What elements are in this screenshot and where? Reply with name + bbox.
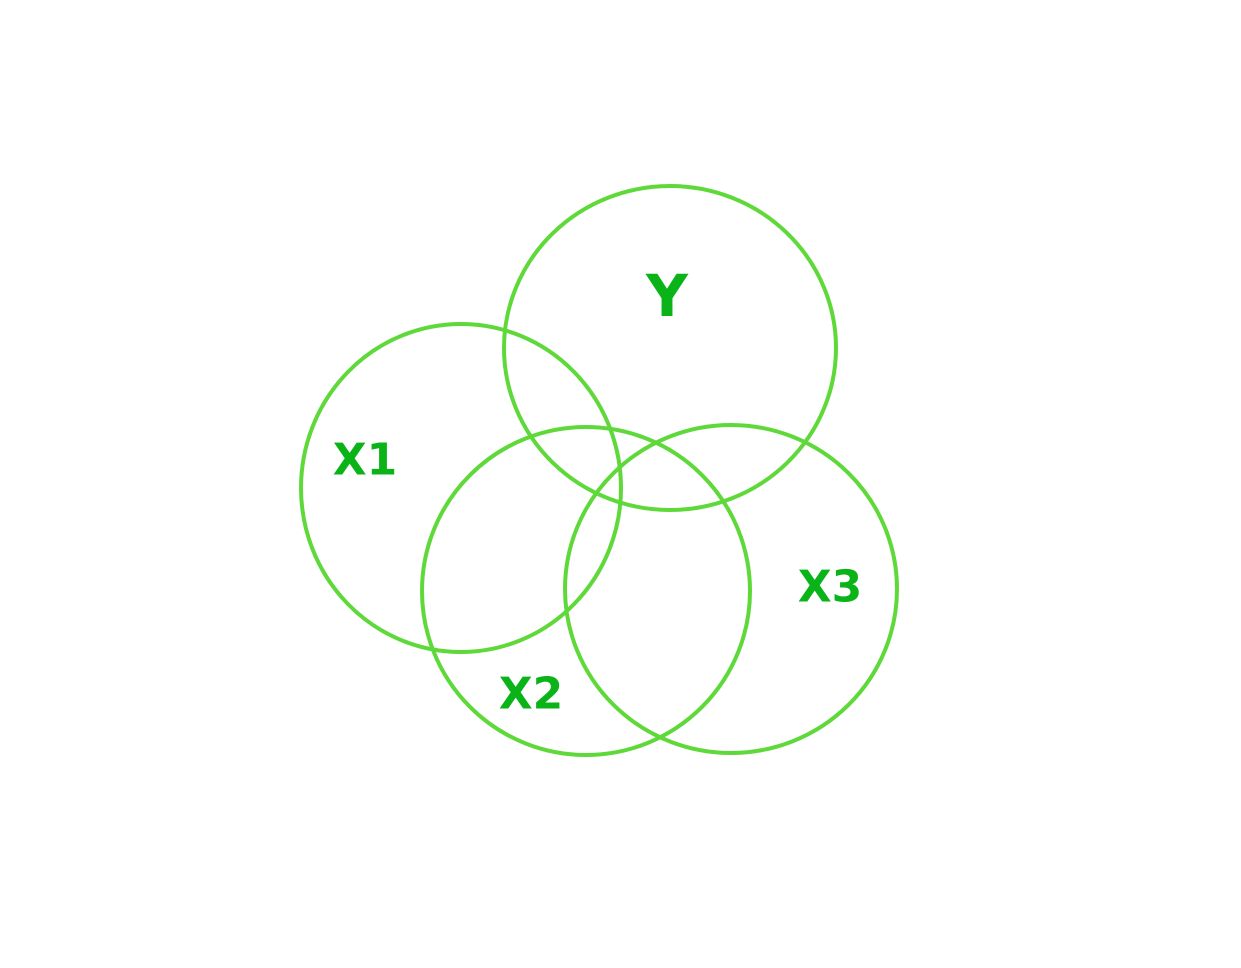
label-x3: X3	[798, 562, 863, 613]
set-circles	[299, 184, 899, 757]
circle-x3	[563, 423, 899, 755]
label-x2: X2	[499, 669, 564, 720]
set-labels: Y X1 X2 X3	[333, 262, 863, 720]
circle-y	[502, 184, 838, 512]
label-x1: X1	[333, 435, 398, 486]
circle-x1	[299, 322, 623, 654]
label-y: Y	[645, 262, 689, 330]
circle-x2	[420, 425, 752, 757]
